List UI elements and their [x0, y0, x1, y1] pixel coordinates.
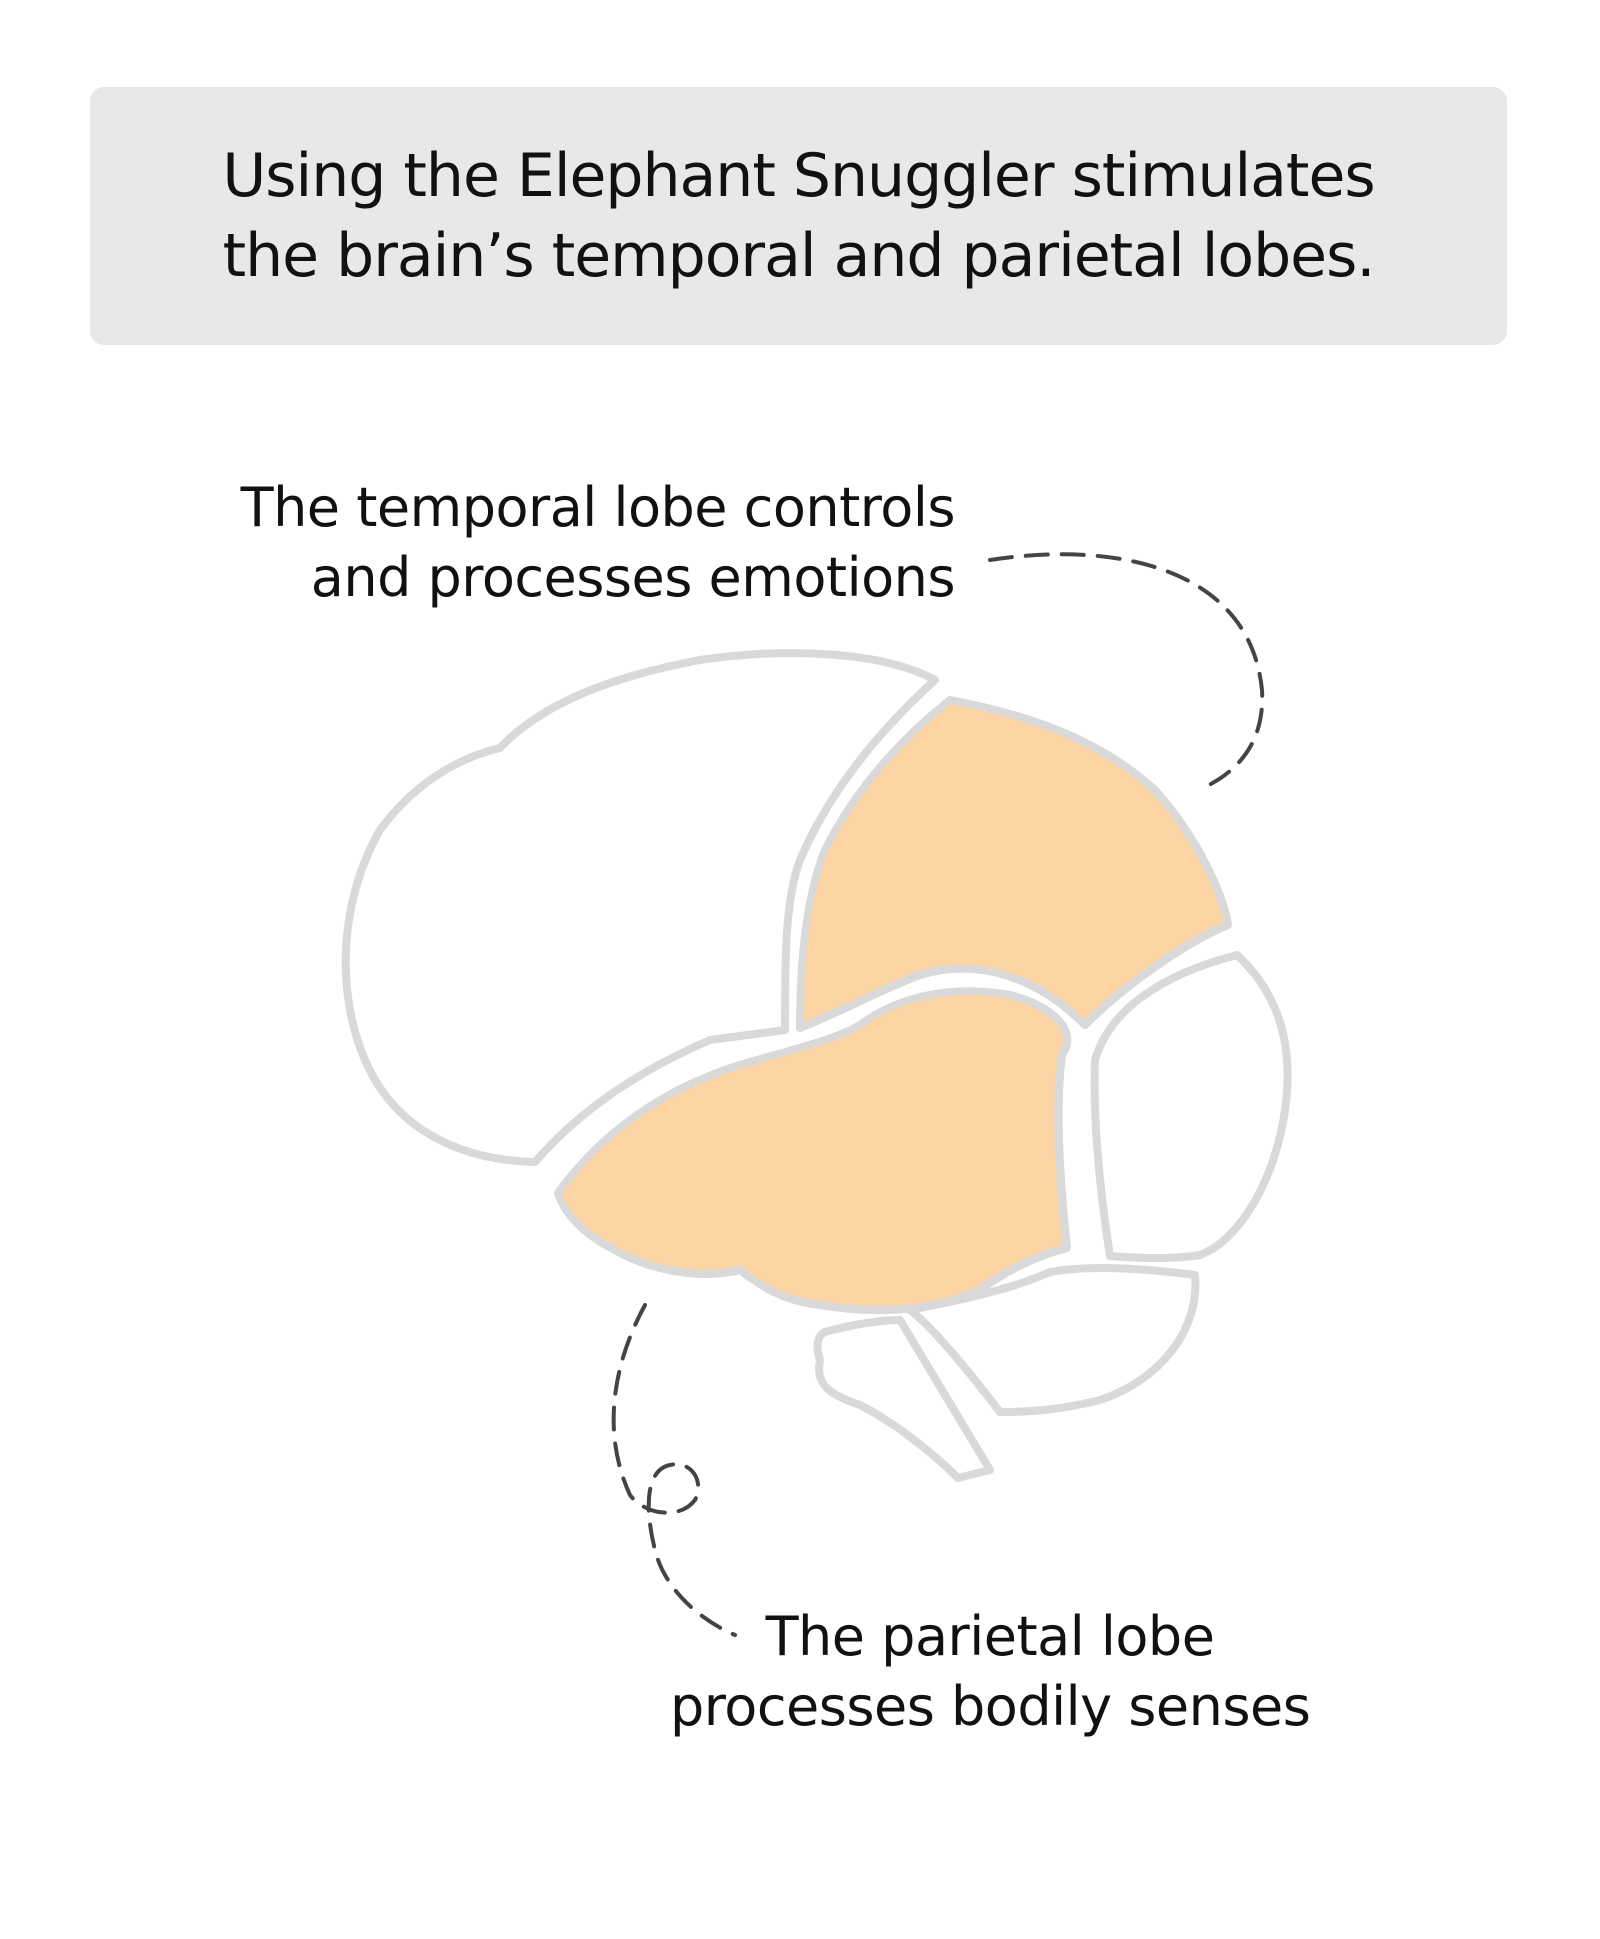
title-banner: Using the Elephant Snuggler stimulates t… [90, 87, 1507, 345]
temporal-caption-line-1: The temporal lobe controls [240, 476, 956, 539]
frontal-lobe [341, 649, 939, 1166]
parietal-lobe-caption: The parietal lobe processes bodily sense… [670, 1602, 1311, 1742]
temporal-lobe-caption: The temporal lobe controls and processes… [240, 473, 956, 613]
cerebellum [906, 1264, 1200, 1416]
temporal-label-leader [988, 552, 1265, 789]
brain-stem [813, 1316, 994, 1482]
parietal-label-leader [611, 1303, 737, 1637]
parietal-caption-line-1: The parietal lobe [765, 1605, 1215, 1668]
occipital-lobe [1090, 951, 1292, 1263]
parietal-lobe [796, 696, 1232, 1032]
temporal-caption-line-2: and processes emotions [310, 546, 956, 609]
title-line-1: Using the Elephant Snuggler stimulates [222, 141, 1375, 211]
temporal-lobe [554, 987, 1072, 1314]
parietal-caption-line-2: processes bodily senses [670, 1675, 1311, 1738]
title-line-2: the brain’s temporal and parietal lobes. [222, 221, 1376, 291]
